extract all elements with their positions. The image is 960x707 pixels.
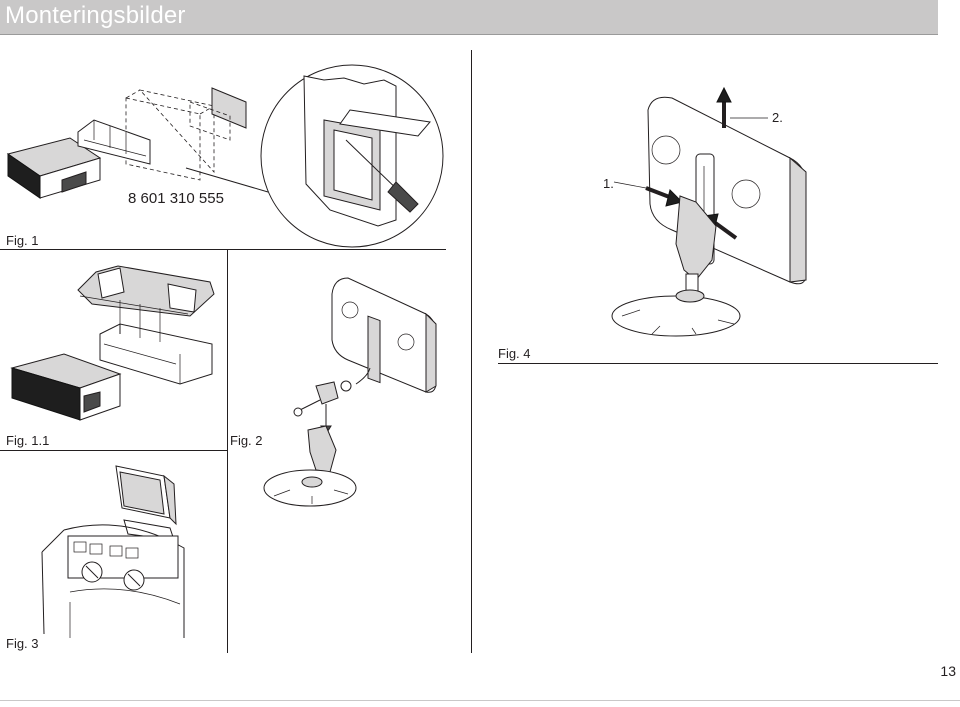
fig3-illustration	[41, 465, 185, 638]
page-title: Monteringsbilder	[5, 2, 186, 29]
part-number-label: 8 601 310 555	[128, 190, 224, 207]
monitor-rear-large	[647, 96, 807, 285]
vertical-divider-center	[471, 50, 472, 653]
chassis-cage	[77, 119, 151, 165]
fig4-rule	[498, 363, 938, 364]
arrow-up-icon	[716, 86, 732, 128]
radio-unit	[6, 137, 102, 199]
fig4-step2-label: 2.	[772, 110, 783, 125]
fig1-rule	[0, 249, 446, 250]
fig1-caption: Fig. 1	[6, 233, 39, 248]
cage	[99, 300, 213, 385]
footer-rule	[0, 700, 960, 701]
fig1-1-illustration	[10, 265, 215, 421]
fig4-caption: Fig. 4	[498, 346, 531, 361]
mount-parts	[293, 367, 371, 435]
detail-circle	[260, 64, 444, 248]
fig2-caption: Fig. 2	[230, 433, 263, 448]
fig1-1-rule	[0, 450, 227, 451]
header-bar: Monteringsbilder	[0, 0, 938, 35]
step1-leader	[613, 181, 647, 189]
monitor-rear	[331, 277, 437, 393]
vertical-divider-left	[227, 250, 228, 653]
radio-unit-small	[10, 353, 122, 421]
fig1-illustration	[6, 64, 444, 248]
page-number: 13	[940, 663, 956, 679]
fig4-step1-label: 1.	[603, 176, 614, 191]
dashboard	[41, 524, 185, 638]
detail-pointer	[185, 167, 269, 193]
dashboard-panel	[77, 265, 215, 317]
fig1-1-caption: Fig. 1.1	[6, 433, 50, 448]
fig3-caption: Fig. 3	[6, 636, 39, 651]
mounting-frame	[125, 87, 247, 181]
fig2-illustration	[263, 277, 437, 507]
fig4-illustration	[611, 86, 807, 337]
stand-large	[611, 195, 741, 337]
stand	[263, 425, 357, 507]
monitor-on-dashboard	[115, 465, 177, 541]
